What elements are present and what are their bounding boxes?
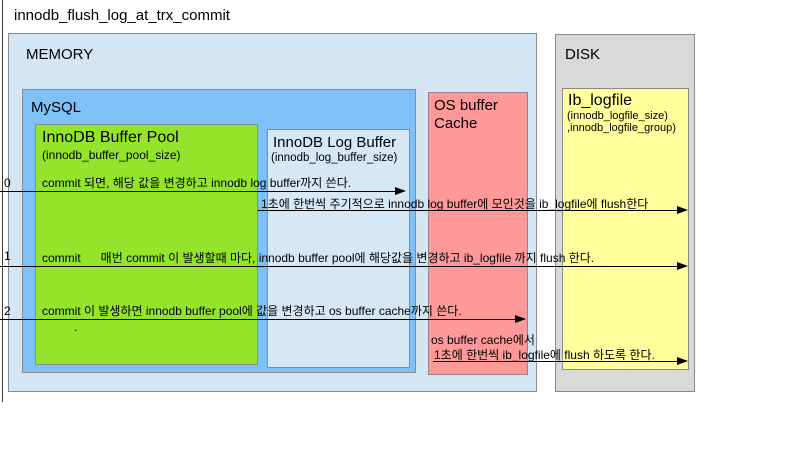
stray-dot: . [74,320,78,334]
os-cache-flush-note-line2: 1초에 한번씩 ib_logfile에 flush 하도록 한다. [434,348,655,362]
os-cache-flush-arrow [433,357,688,365]
innodb-buffer-pool-param: (innodb_buffer_pool_size) [42,148,181,162]
arrow-head-icon [395,187,406,195]
innodb-buffer-pool-title: InnoDB Buffer Pool [42,129,179,146]
mode-2-description: commit 이 발생하면 innodb buffer pool에 값을 변경하… [42,304,462,318]
mysql-region-label: MySQL [31,99,82,116]
mode-0-description: commit 되면, 해당 값을 변경하고 innodb log buffer까… [42,176,352,190]
mode-0-value: 0 [4,176,11,190]
mode-2-value: 2 [4,304,11,318]
os-cache-flush-note-line1: os buffer cache에서 [431,333,535,347]
arrow-head-icon [677,357,688,365]
ib-logfile-box [562,88,689,370]
mode-1-flow-arrow [0,262,688,270]
arrow-head-icon [677,206,688,214]
mode-0-flow-arrow [0,187,406,195]
innodb-log-buffer-title: InnoDB Log Buffer [273,134,397,151]
periodic-flush-note: 1초에 한번씩 주기적으로 innodb log buffer에 모인것을 ib… [261,197,649,211]
innodb-log-buffer-param: (innodb_log_buffer_size) [271,152,398,164]
os-buffer-cache-label: OS buffer Cache [434,97,498,132]
arrow-head-icon [677,262,688,270]
periodic-flush-arrow [258,206,688,214]
mode-1-description: commit 매번 commit 이 발생할때 마다, innodb buffe… [42,251,595,265]
arrow-head-icon [515,315,526,323]
memory-region-label: MEMORY [26,46,94,63]
ib-logfile-param-group: ,innodb_logfile_group) [567,122,676,134]
ib-logfile-param-size: (innodb_logfile_size) [567,110,668,122]
mode-2-flow-arrow [0,315,526,323]
os-buffer-cache-box [428,92,528,375]
left-vertical-rule [2,0,3,402]
mode-1-value: 1 [4,249,11,263]
ib-logfile-title: Ib_logfile [568,92,633,109]
disk-region-label: DISK [565,46,601,63]
diagram-title: innodb_flush_log_at_trx_commit [14,7,230,24]
innodb-log-buffer-box [267,129,410,368]
innodb-buffer-pool-box [35,124,258,365]
